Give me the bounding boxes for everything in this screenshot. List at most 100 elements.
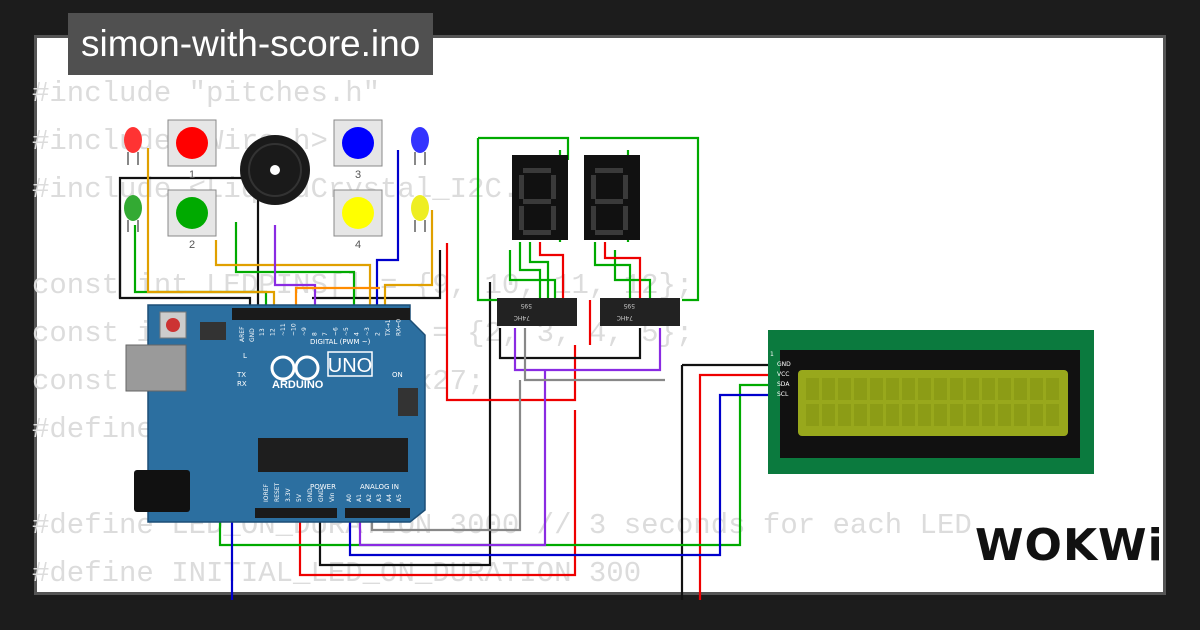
lcd-cell <box>886 404 899 426</box>
lcd-cell <box>1046 378 1059 400</box>
lcd-pin-vcc: VCC <box>777 371 789 378</box>
lcd-cell <box>1046 404 1059 426</box>
digital-header <box>232 308 410 320</box>
pin-label: ~10 <box>291 323 298 336</box>
pin-label: IOREF <box>263 484 270 502</box>
lcd-cell <box>1030 404 1043 426</box>
pin-label: ~3 <box>364 327 371 336</box>
pin-label: 5V <box>296 493 303 502</box>
code-line: const int LEDPINS[] = {9, 10, 11, 12}; <box>32 269 694 302</box>
pin-label: RESET <box>274 482 281 502</box>
lcd-cell <box>966 404 979 426</box>
reset-button[interactable] <box>159 311 187 339</box>
shift-register-2[interactable]: 595 74HC <box>600 298 680 326</box>
chip-label: 74HC <box>514 314 530 321</box>
pin-label: RX←0 <box>396 319 403 336</box>
code-line: #define INITIAL_LED_ON_DURATION 300 <box>32 557 642 590</box>
lcd-pin-gnd: GND <box>777 361 791 368</box>
wokwi-logo: WOKWi <box>975 520 1164 571</box>
lcd-cell <box>934 378 947 400</box>
icsp-header-2 <box>200 322 226 340</box>
uno-box <box>327 351 373 377</box>
board-model: UNO <box>328 355 372 377</box>
pin-label: GND <box>307 488 314 502</box>
pushbutton-label: 4 <box>355 239 361 251</box>
led-yellow[interactable] <box>411 195 429 232</box>
tx-label: TX <box>236 371 246 379</box>
chip-number: 595 <box>520 302 532 309</box>
shift-register-1[interactable]: 595 74HC <box>497 298 577 326</box>
pushbutton-4[interactable]: 4 <box>333 189 383 251</box>
lcd-1602-i2c[interactable]: 1 GND VCC SDA SCL <box>768 330 1094 474</box>
board-brand: ARDUINO <box>272 379 324 391</box>
aref-label: AREF <box>239 326 246 342</box>
lcd-cell <box>950 404 963 426</box>
lcd-cell <box>998 404 1011 426</box>
pushbutton-2[interactable]: 2 <box>167 189 217 251</box>
on-label: ON <box>392 371 403 379</box>
lcd-cell <box>918 378 931 400</box>
pushbutton-3[interactable]: 3 <box>333 119 383 181</box>
pin-label: A1 <box>356 494 363 502</box>
code-line: #include "pitches.h" <box>32 77 381 110</box>
lcd-cell <box>902 378 915 400</box>
arduino-uno-board[interactable]: UNO ARDUINO DIGITAL (PWM ~) POWER ANALOG… <box>125 304 426 523</box>
lcd-cell <box>822 404 835 426</box>
pin-label: ~5 <box>343 327 350 336</box>
seven-segment-display-1[interactable] <box>512 155 568 240</box>
led-red[interactable] <box>124 127 142 165</box>
pin-label: 7 <box>322 332 329 336</box>
digital-label: DIGITAL (PWM ~) <box>310 338 371 346</box>
lcd-cell <box>1030 378 1043 400</box>
pushbutton-label: 2 <box>189 239 195 251</box>
pin-label: A0 <box>346 494 353 502</box>
pin-label: A4 <box>386 494 393 502</box>
lcd-cell <box>870 378 883 400</box>
pushbutton-label: 3 <box>355 169 361 181</box>
lcd-cell <box>854 404 867 426</box>
lcd-cell <box>982 404 995 426</box>
lcd-cell <box>886 378 899 400</box>
lcd-cell <box>1014 378 1027 400</box>
chip-number: 595 <box>623 302 635 309</box>
power-jack <box>134 470 190 512</box>
led-blue[interactable] <box>411 127 429 165</box>
lcd-cell <box>870 404 883 426</box>
pin-label: ~11 <box>280 323 287 336</box>
lcd-cell <box>1014 404 1027 426</box>
pin-label: ~9 <box>301 327 308 336</box>
pin-label: GND <box>318 488 325 502</box>
usb-port <box>125 344 187 392</box>
project-title: simon-with-score.ino <box>68 13 434 75</box>
buzzer[interactable] <box>240 135 310 205</box>
pin-label: A5 <box>396 494 403 502</box>
pin-label: 8 <box>312 332 319 336</box>
reset-button-cap <box>166 318 180 332</box>
power-header <box>255 508 337 518</box>
lcd-cell <box>982 378 995 400</box>
lcd-cell <box>838 378 851 400</box>
pin-label: TX→1 <box>385 319 392 337</box>
lcd-pin-scl: SCL <box>777 391 789 398</box>
lcd-cell <box>806 378 819 400</box>
gnd-label: GND <box>249 328 256 342</box>
pushbutton-label: 1 <box>189 169 195 181</box>
pin-label: A2 <box>366 494 373 502</box>
pin-label: 13 <box>259 328 266 336</box>
lcd-cell <box>934 404 947 426</box>
chip-label: 74HC <box>617 314 633 321</box>
lcd-cell <box>902 404 915 426</box>
lcd-pin-index: 1 <box>770 351 774 358</box>
pushbutton-1[interactable]: 1 <box>167 119 217 181</box>
seven-segment-display-2[interactable] <box>584 155 640 240</box>
pin-label: Vin <box>329 492 336 502</box>
pin-label: 2 <box>375 332 382 336</box>
lcd-cell <box>950 378 963 400</box>
pin-label: 4 <box>354 332 361 336</box>
led-green[interactable] <box>124 195 142 232</box>
